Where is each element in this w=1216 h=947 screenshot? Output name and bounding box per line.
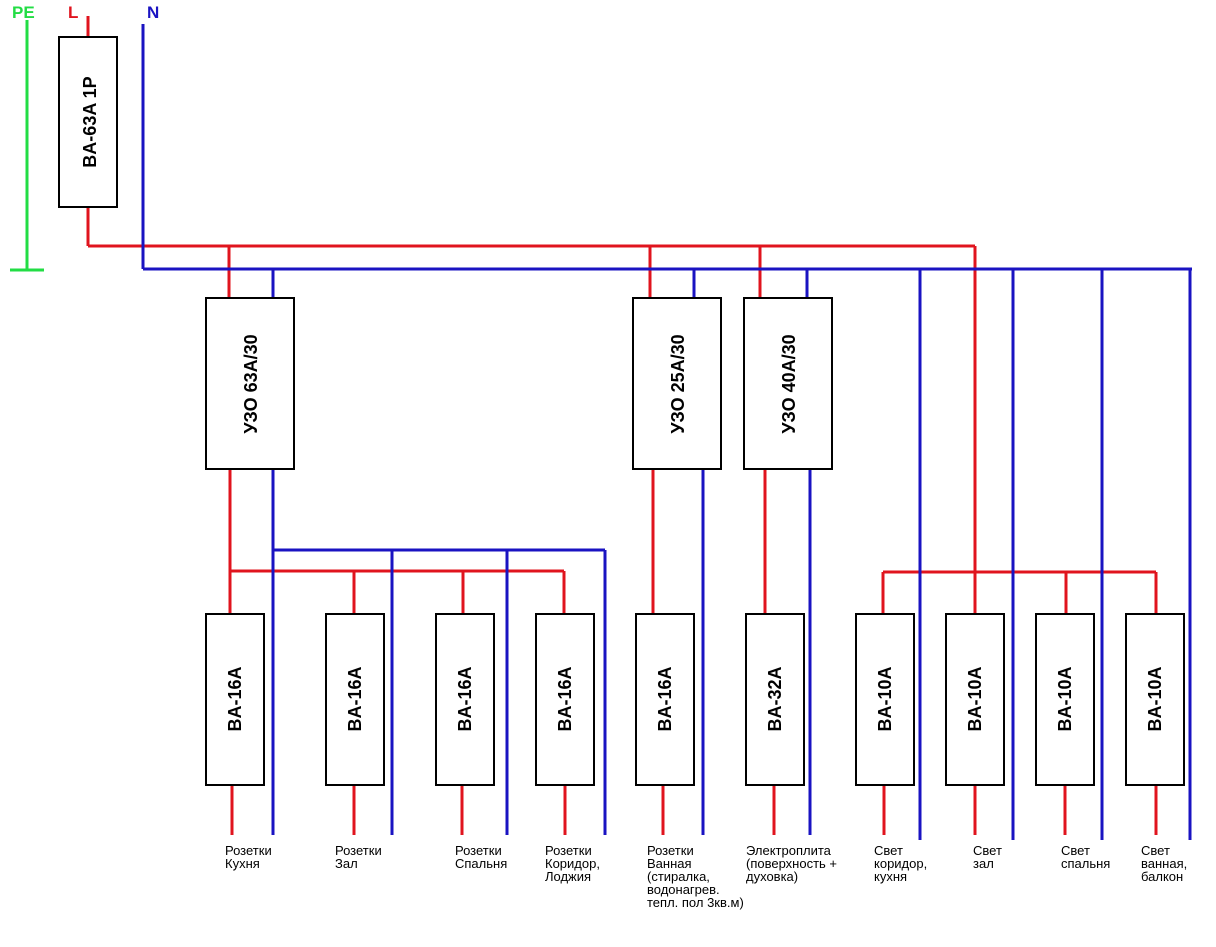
breaker-4-label: BA-16A: [555, 666, 575, 731]
breaker-2-label: BA-16A: [345, 666, 365, 731]
rcd-2-label: УЗО 25А/30: [668, 334, 688, 433]
breaker-8-label: BA-10A: [965, 666, 985, 731]
breaker-7[interactable]: BA-10A: [855, 613, 915, 786]
breaker-5[interactable]: BA-16A: [635, 613, 695, 786]
breaker-6[interactable]: BA-32A: [745, 613, 805, 786]
phase-wiring: [86, 16, 1158, 835]
rcd-3-label: УЗО 40А/30: [779, 334, 799, 433]
neutral-wiring: [141, 24, 1192, 840]
breaker-4[interactable]: BA-16A: [535, 613, 595, 786]
main-breaker[interactable]: BA-63A 1P: [58, 36, 118, 208]
rcd-3[interactable]: УЗО 40А/30: [743, 297, 833, 470]
breaker-6-label: BA-32A: [765, 666, 785, 731]
breaker-1[interactable]: BA-16A: [205, 613, 265, 786]
breaker-7-label: BA-10A: [875, 666, 895, 731]
breaker-2[interactable]: BA-16A: [325, 613, 385, 786]
breaker-10-label: BA-10A: [1145, 666, 1165, 731]
breaker-8[interactable]: BA-10A: [945, 613, 1005, 786]
breaker-1-label: BA-16A: [225, 666, 245, 731]
breaker-3-label: BA-16A: [455, 666, 475, 731]
pe-rail-label: PE: [12, 3, 35, 22]
rcd-1[interactable]: УЗО 63А/30: [205, 297, 295, 470]
pe-conductor: [10, 20, 44, 272]
breaker-9[interactable]: BA-10A: [1035, 613, 1095, 786]
breaker-9-label: BA-10A: [1055, 666, 1075, 731]
rcd-2[interactable]: УЗО 25А/30: [632, 297, 722, 470]
l-rail-label: L: [68, 3, 78, 22]
circuit-label-6: Электроплита(поверхность +духовка): [746, 843, 837, 884]
n-rail-label: N: [147, 3, 159, 22]
breaker-3[interactable]: BA-16A: [435, 613, 495, 786]
rcd-1-label: УЗО 63А/30: [241, 334, 261, 433]
breaker-10[interactable]: BA-10A: [1125, 613, 1185, 786]
breaker-5-label: BA-16A: [655, 666, 675, 731]
main-breaker-label: BA-63A 1P: [80, 76, 100, 167]
